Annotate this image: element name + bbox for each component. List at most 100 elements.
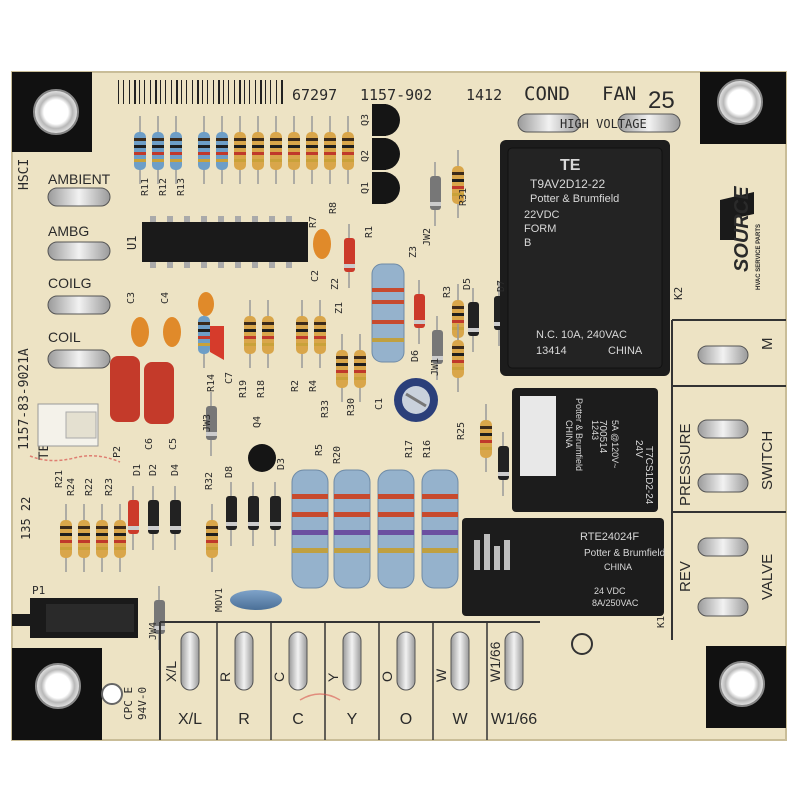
refdes-r31: R31 [458,188,469,206]
hsci-label: HSCI [17,159,32,190]
terminal-r[interactable]: RR [217,631,254,728]
cap-c4 [163,317,181,347]
diode [344,224,355,288]
m-label: M [759,338,776,351]
source-logo-tagline: HVAC SERVICE PARTS [756,224,762,290]
refdes-r23: R23 [104,478,115,496]
relay-k1-coil: 24 VDC [594,586,626,596]
resistor-group [60,116,492,572]
refdes-r17: R17 [404,440,415,458]
terminal-label: Y [347,711,358,728]
refdes-d5: D5 [462,278,473,290]
mounting-corner-bottom-right [706,646,786,728]
relay-k1: RTE24024F Potter & Brumfield CHINA 24 VD… [462,518,667,628]
diode [270,482,281,546]
valve-terminal[interactable] [697,597,749,617]
refdes-r11: R11 [140,178,151,196]
refdes-r32: R32 [204,472,215,490]
refdes-r2: R2 [290,380,301,392]
resistor [114,504,126,572]
relay-k2-maker: Potter & Brumfield [530,193,619,205]
transistor-q1 [384,172,400,204]
terminal-label: W1/66 [487,641,503,682]
coil-terminal[interactable] [47,349,111,369]
terminal-w[interactable]: WW [433,631,470,728]
relay-k3-model: T7CS1D2-24 [643,446,654,505]
terminal-o[interactable]: OO [379,631,416,728]
terminal-label: R [217,672,233,682]
relay-k3-maker: Potter & Brumfield [574,398,584,471]
refdes-p2: P2 [112,446,123,458]
resistor [244,300,256,368]
terminal-label: X/L [163,661,179,682]
diode [414,280,425,344]
part-number-3: 1412 [466,86,502,104]
refdes-d6: D6 [410,350,421,362]
refdes-r21: R21 [54,470,65,488]
rev-label: REV [677,561,694,592]
refdes-r7: R7 [308,216,319,228]
resistor [234,116,246,184]
power-resistor-r1 [371,263,405,363]
capacitors [110,229,438,610]
ul-mark [571,633,593,655]
board-code: 1157-83-9021A [17,348,32,450]
relay-k3-coil: 24V [633,440,644,458]
power-resistor [421,469,459,589]
resistor [252,116,264,184]
rev-terminal[interactable] [697,537,749,557]
relay-k2-rating: N.C. 10A, 240VAC [536,329,627,341]
refdes-r22: R22 [84,478,95,496]
refdes-r25: R25 [456,422,467,440]
ambg-terminal[interactable] [47,241,111,261]
ambient-label: AMBIENT [48,171,111,187]
refdes-q2: Q2 [360,150,371,162]
switch-label: SWITCH [759,431,776,490]
relay-k3-lot: 1243 [590,420,600,440]
pressure-terminal[interactable] [697,419,749,439]
mov1 [230,590,282,610]
relay-k1-country: CHINA [604,562,632,572]
coil-label: COIL [48,329,81,345]
resistor [452,150,464,218]
source-logo: SOURCE HVAC SERVICE PARTS [720,186,762,290]
resistor [354,334,366,402]
terminal-label: W [433,668,449,682]
refdes-d1: D1 [132,464,143,476]
switch-terminal[interactable] [697,473,749,493]
relay-k2-form-label: FORM [524,223,556,235]
refdes-c2: C2 [310,270,321,282]
hv-tab-right[interactable] [617,113,681,133]
part-number-4: COND [524,83,570,105]
relay-k1-ref: K1 [656,616,667,628]
resistor [262,300,274,368]
power-resistors [291,263,459,589]
coilg-terminal[interactable] [47,295,111,315]
refdes-r4: R4 [308,380,319,392]
diode [432,316,443,380]
terminal-y[interactable]: YY [325,631,362,728]
ambient-terminal[interactable] [47,187,111,207]
m-terminal[interactable] [697,345,749,365]
terminal-label: X/L [178,711,202,728]
resistor [134,116,146,184]
relay-k2-country: CHINA [608,345,643,357]
diode [226,482,237,546]
refdes-r16: R16 [422,440,433,458]
hv-tab-left[interactable] [517,113,581,133]
mounting-corner-bottom-left [12,648,102,740]
diode [170,486,181,550]
refdes-r8: R8 [328,202,339,214]
mounting-corner-top-right [700,72,786,144]
terminal-label: Y [325,672,341,682]
terminal-c[interactable]: CC [271,631,308,728]
mounting-corner-top-left [12,72,92,152]
refdes-q3: Q3 [360,114,371,126]
terminal-x-l[interactable]: X/L X/L [163,631,202,728]
part-number-5: FAN [602,83,636,105]
relay-k3-rating: 5A @120V~ [610,420,620,468]
refdes-r1: R1 [364,226,375,238]
